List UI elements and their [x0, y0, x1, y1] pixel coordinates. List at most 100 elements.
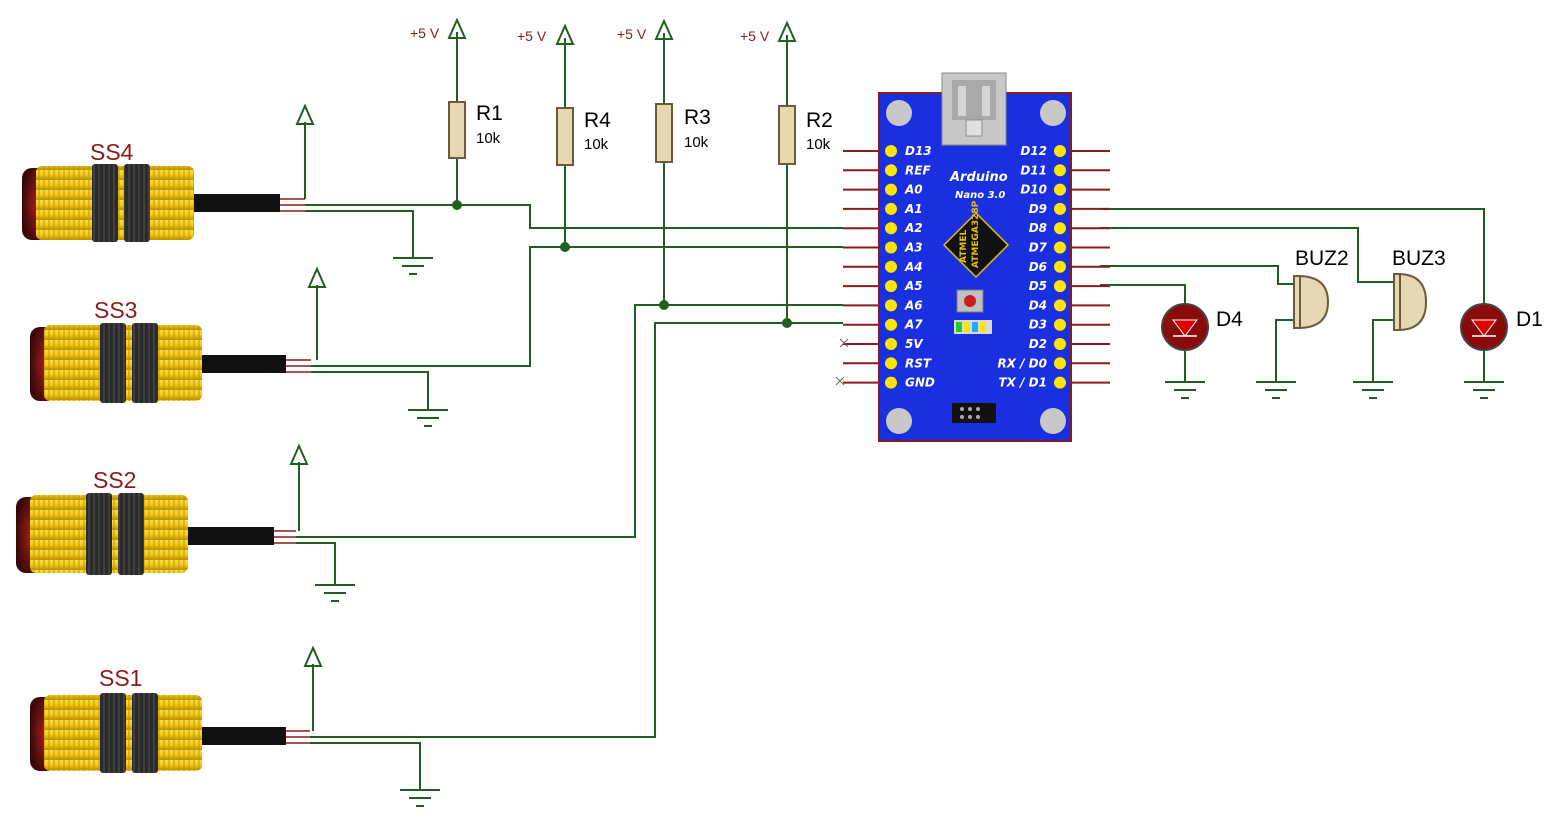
svg-text:R2: R2: [806, 109, 833, 132]
svg-text:SS3: SS3: [94, 297, 137, 323]
sensor-ss4: SS4: [22, 139, 305, 242]
pin-label-a5: A5: [904, 279, 923, 293]
pin-label-d11: D11: [1020, 163, 1047, 177]
pin-pad-left: [885, 145, 897, 157]
svg-text:D4: D4: [1216, 308, 1243, 331]
sensor-ss2: SS2: [16, 467, 296, 575]
sensor-ss3: SS3: [30, 297, 311, 403]
ground-icon: [393, 257, 433, 275]
svg-text:R1: R1: [476, 102, 503, 125]
ground-icon: [1256, 381, 1296, 399]
pin-label-a7: A7: [904, 318, 923, 332]
pin-label-d9: D9: [1029, 202, 1047, 216]
pin-pad-right: [1054, 241, 1066, 254]
svg-text:10k: 10k: [806, 136, 831, 153]
pin-pad-right: [1054, 145, 1066, 157]
ground-icon: [1165, 381, 1205, 399]
power-supply-r4: +5 V: [517, 23, 575, 45]
pin-pad-left: [885, 222, 897, 235]
svg-text:+5 V: +5 V: [410, 25, 440, 41]
no-connect-marks: [835, 338, 849, 386]
pin-label-d7: D7: [1029, 241, 1048, 255]
svg-text:ATMEGA328P: ATMEGA328P: [971, 200, 981, 268]
svg-text:10k: 10k: [684, 134, 709, 151]
junctions: [452, 200, 792, 328]
power-supply-r3: +5 V: [617, 18, 674, 42]
ground-icon: [1353, 381, 1393, 399]
pin-label-tx-d1: TX / D1: [999, 376, 1048, 390]
svg-text:+5 V: +5 V: [740, 28, 770, 44]
buzzer-buz3: BUZ3: [1392, 247, 1446, 332]
wires: [296, 32, 1485, 790]
resistor-r4: R4 10k: [556, 107, 611, 166]
ground-icon: [400, 789, 440, 807]
pin-label-5v: 5V: [905, 337, 924, 351]
pin-label-d5: D5: [1029, 279, 1047, 293]
microcontroller-chip: ATMEL ATMEGA328P: [942, 200, 1010, 279]
svg-text:10k: 10k: [584, 136, 609, 153]
svg-text:SS1: SS1: [99, 665, 142, 691]
pin-label-d4: D4: [1029, 298, 1047, 312]
svg-text:R3: R3: [684, 106, 711, 129]
pin-label-d3: D3: [1029, 318, 1047, 332]
svg-text:BUZ2: BUZ2: [1295, 247, 1349, 270]
ground-symbols: [315, 257, 1504, 807]
sensor-power-arrows: [289, 103, 327, 667]
resistor-r2: R2 10k: [778, 105, 833, 165]
svg-text:Nano 3.0: Nano 3.0: [955, 190, 1005, 201]
power-supply-r2: +5 V: [740, 20, 797, 44]
pin-pad-left: [885, 338, 897, 350]
pin-pad-right: [1054, 299, 1066, 312]
pin-pad-left: [885, 183, 897, 196]
pin-label-a0: A0: [904, 183, 923, 197]
power-supply-r1: +5 V: [410, 17, 467, 41]
pin-label-d13: D13: [905, 144, 932, 158]
pin-label-a4: A4: [904, 260, 923, 274]
pin-pad-left: [885, 280, 897, 293]
svg-text:+5 V: +5 V: [517, 28, 547, 44]
svg-text:SS2: SS2: [93, 467, 136, 493]
pin-pad-right: [1054, 260, 1066, 273]
svg-text:10k: 10k: [476, 130, 501, 147]
pin-label-a1: A1: [904, 202, 923, 216]
pin-label-a3: A3: [904, 241, 923, 255]
pin-pad-right: [1054, 357, 1066, 370]
pin-pad-left: [885, 202, 897, 215]
pin-label-d6: D6: [1029, 260, 1047, 274]
svg-text:SS4: SS4: [90, 139, 134, 165]
resistor-r3: R3 10k: [655, 103, 711, 163]
pin-pad-right: [1054, 318, 1066, 331]
pin-pad-left: [885, 318, 897, 331]
pin-pad-right: [1054, 222, 1066, 235]
ground-icon: [315, 584, 355, 602]
svg-text:ATMEL: ATMEL: [959, 229, 969, 263]
pin-pad-right: [1054, 202, 1066, 215]
pin-pad-right: [1054, 183, 1066, 196]
pin-pad-left: [885, 299, 897, 312]
pin-pad-right: [1054, 280, 1066, 293]
pin-pad-right: [1054, 376, 1066, 389]
sensor-ss1: SS1: [30, 665, 310, 773]
led-d1: D1: [1460, 303, 1543, 351]
pin-label-rx-d0: RX / D0: [997, 356, 1047, 370]
pin-label-a6: A6: [904, 298, 923, 312]
buzzer-buz2: BUZ2: [1293, 247, 1349, 330]
pin-label-rst: RST: [905, 356, 932, 370]
svg-text:BUZ3: BUZ3: [1392, 247, 1446, 270]
pin-pad-left: [885, 164, 897, 177]
pin-label-d10: D10: [1020, 183, 1047, 197]
reset-button-icon: [964, 295, 976, 307]
pin-label-ref: REF: [905, 163, 931, 177]
pin-pad-left: [885, 357, 897, 370]
ground-icon: [1464, 381, 1504, 399]
svg-text:+5 V: +5 V: [617, 26, 647, 42]
pin-label-d2: D2: [1029, 337, 1047, 351]
pin-label-gnd: GND: [905, 376, 935, 390]
svg-text:Arduino: Arduino: [949, 170, 1008, 185]
arduino-nano-board: Arduino Nano 3.0 ATMEL ATMEGA328P D13REF…: [843, 72, 1110, 442]
usb-connector-icon: [941, 72, 1007, 146]
pin-label-d8: D8: [1029, 221, 1047, 235]
pin-pad-left: [885, 260, 897, 273]
resistor-r1: R1 10k: [448, 101, 503, 159]
